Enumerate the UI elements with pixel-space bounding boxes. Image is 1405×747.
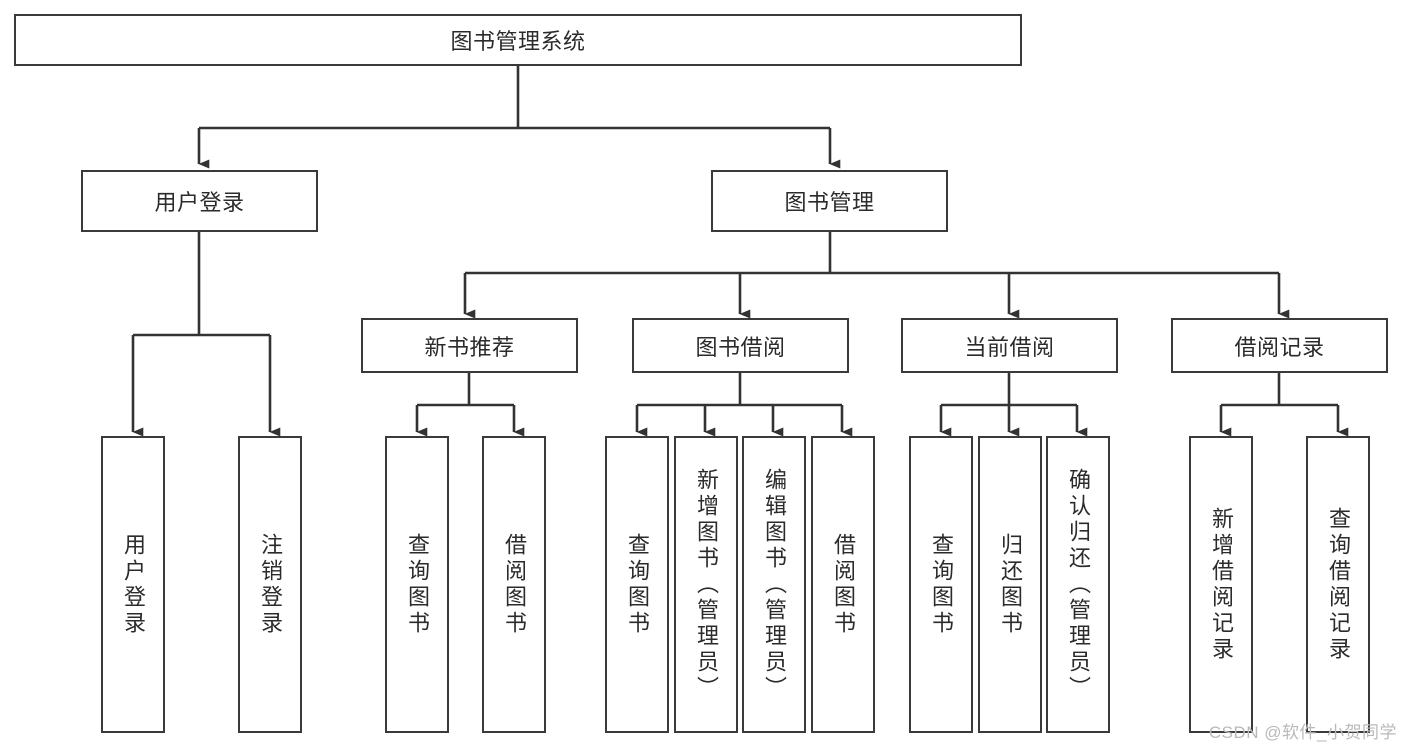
- leaf-confirm-return[interactable]: 确认归还（管理员）: [1046, 436, 1110, 733]
- node-current-borrow-label: 当前借阅: [964, 334, 1055, 360]
- leaf-logout-login-label: 注销登录: [258, 532, 283, 637]
- node-new-book-recommend-label: 新书推荐: [424, 334, 515, 360]
- leaf-query-book-3[interactable]: 查询图书: [909, 436, 973, 733]
- leaf-add-record-label: 新增借阅记录: [1209, 506, 1234, 663]
- leaf-query-book-3-label: 查询图书: [929, 532, 954, 637]
- leaf-borrow-book-1[interactable]: 借阅图书: [482, 436, 546, 733]
- leaf-query-book-1[interactable]: 查询图书: [385, 436, 449, 733]
- node-book-borrow-label: 图书借阅: [695, 334, 786, 360]
- leaf-return-book-label: 归还图书: [998, 532, 1023, 637]
- leaf-query-book-2-label: 查询图书: [625, 532, 650, 637]
- leaf-borrow-book-2[interactable]: 借阅图书: [811, 436, 875, 733]
- node-root[interactable]: 图书管理系统: [14, 14, 1022, 66]
- leaf-borrow-book-2-label: 借阅图书: [831, 532, 856, 637]
- node-new-book-recommend[interactable]: 新书推荐: [361, 318, 578, 373]
- leaf-user-login-label: 用户登录: [121, 532, 146, 637]
- leaf-add-book[interactable]: 新增图书（管理员）: [674, 436, 738, 733]
- leaf-add-record[interactable]: 新增借阅记录: [1189, 436, 1253, 733]
- node-user-login[interactable]: 用户登录: [81, 170, 318, 232]
- leaf-borrow-book-1-label: 借阅图书: [502, 532, 527, 637]
- leaf-query-book-2[interactable]: 查询图书: [605, 436, 669, 733]
- node-book-borrow[interactable]: 图书借阅: [632, 318, 849, 373]
- leaf-query-record-label: 查询借阅记录: [1326, 506, 1351, 663]
- leaf-edit-book-label: 编辑图书（管理员）: [762, 467, 787, 702]
- leaf-add-book-label: 新增图书（管理员）: [694, 467, 719, 702]
- leaf-edit-book[interactable]: 编辑图书（管理员）: [742, 436, 806, 733]
- leaf-user-login[interactable]: 用户登录: [101, 436, 165, 733]
- node-book-manage[interactable]: 图书管理: [711, 170, 948, 232]
- node-borrow-record[interactable]: 借阅记录: [1171, 318, 1388, 373]
- leaf-return-book[interactable]: 归还图书: [978, 436, 1042, 733]
- node-book-manage-label: 图书管理: [784, 190, 875, 215]
- leaf-logout-login[interactable]: 注销登录: [238, 436, 302, 733]
- leaf-query-book-1-label: 查询图书: [405, 532, 430, 637]
- watermark: CSDN @软件_小贺同学: [1208, 723, 1397, 742]
- node-root-label: 图书管理系统: [450, 29, 586, 54]
- leaf-confirm-return-label: 确认归还（管理员）: [1066, 467, 1091, 702]
- node-user-login-label: 用户登录: [154, 190, 245, 215]
- node-borrow-record-label: 借阅记录: [1234, 334, 1325, 360]
- leaf-query-record[interactable]: 查询借阅记录: [1306, 436, 1370, 733]
- node-current-borrow[interactable]: 当前借阅: [901, 318, 1118, 373]
